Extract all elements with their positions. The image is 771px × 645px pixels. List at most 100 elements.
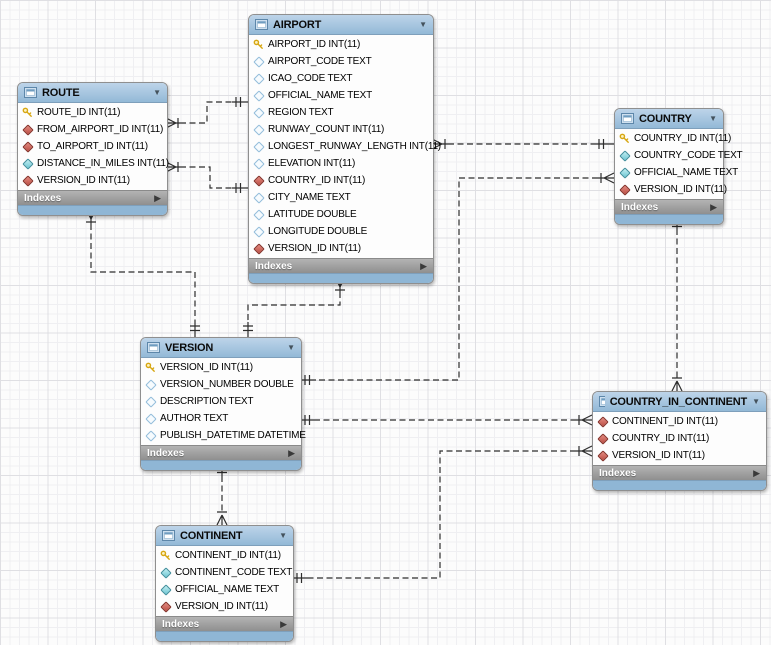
column-label: LONGEST_RUNWAY_LENGTH INT(11) (268, 141, 441, 152)
table-row[interactable]: RUNWAY_COUNT INT(11) (249, 121, 433, 138)
table-row[interactable]: FROM_AIRPORT_ID INT(11) (18, 121, 167, 138)
table-row[interactable]: VERSION_ID INT(11) (141, 359, 301, 376)
foreign-key-icon (596, 432, 609, 445)
table-row[interactable]: REGION TEXT (249, 104, 433, 121)
table-footer-cap (593, 480, 766, 490)
foreign-key-icon (252, 242, 265, 255)
indexes-bar[interactable]: Indexes ▶ (141, 445, 301, 460)
column-icon (252, 106, 265, 119)
table-country[interactable]: COUNTRY ▼ COUNTRY_ID INT(11) COUNTRY_CODE… (614, 108, 743, 225)
indexes-bar[interactable]: Indexes ▶ (156, 616, 293, 631)
collapse-arrow-icon[interactable]: ▼ (153, 87, 161, 97)
relationship-line (165, 97, 248, 129)
table-row[interactable]: CONTINENT_CODE TEXT (156, 564, 293, 581)
collapse-arrow-icon[interactable]: ▼ (419, 19, 427, 29)
collapse-arrow-icon[interactable]: ▼ (287, 342, 295, 352)
table-row[interactable]: CITY_NAME TEXT (249, 189, 433, 206)
table-footer-cap (141, 460, 301, 470)
primary-key-icon (619, 133, 630, 144)
table-row[interactable]: LONGEST_RUNWAY_LENGTH INT(11) (249, 138, 441, 155)
table-row[interactable]: ICAO_CODE TEXT (249, 70, 433, 87)
indexes-label: Indexes (621, 201, 659, 213)
expand-indexes-icon[interactable]: ▶ (753, 467, 760, 478)
table-country-in-continent[interactable]: COUNTRY_IN_CONTINENT ▼ CONTINENT_ID INT(… (592, 391, 767, 491)
column-label: PUBLISH_DATETIME DATETIME (160, 430, 306, 441)
table-row[interactable]: COUNTRY_ID INT(11) (249, 172, 433, 189)
table-icon (255, 19, 268, 30)
table-row[interactable]: VERSION_ID INT(11) (249, 240, 433, 257)
table-row[interactable]: AIRPORT_CODE TEXT (249, 53, 433, 70)
indexes-bar[interactable]: Indexes ▶ (18, 190, 167, 205)
relationship-line (85, 208, 200, 337)
expand-indexes-icon[interactable]: ▶ (420, 260, 427, 271)
column-label: FROM_AIRPORT_ID INT(11) (37, 124, 164, 135)
column-label: ICAO_CODE TEXT (268, 73, 353, 84)
foreign-key-icon (21, 140, 34, 153)
expand-indexes-icon[interactable]: ▶ (288, 447, 295, 458)
table-airport[interactable]: AIRPORT ▼ AIRPORT_ID INT(11) AIRPORT_CODE… (248, 14, 441, 284)
table-row[interactable]: VERSION_ID INT(11) (593, 447, 766, 464)
table-row[interactable]: ROUTE_ID INT(11) (18, 104, 167, 121)
table-icon (621, 113, 634, 124)
table-row[interactable]: CONTINENT_ID INT(11) (156, 547, 293, 564)
table-row[interactable]: ELEVATION INT(11) (249, 155, 433, 172)
relationship-line (292, 445, 593, 583)
table-continent[interactable]: CONTINENT ▼ CONTINENT_ID INT(11)CONTINEN… (155, 525, 294, 642)
table-row[interactable]: DISTANCE_IN_MILES INT(11) (18, 155, 169, 172)
table-row[interactable]: COUNTRY_ID INT(11) (615, 130, 731, 147)
table-row[interactable]: VERSION_NUMBER DOUBLE (141, 376, 301, 393)
column-label: OFFICIAL_NAME TEXT (634, 167, 739, 178)
table-route[interactable]: ROUTE ▼ ROUTE_ID INT(11) FROM_AIRPORT_ID … (17, 82, 169, 216)
table-row[interactable]: CONTINENT_ID INT(11) (593, 413, 766, 430)
indexes-bar[interactable]: Indexes ▶ (593, 465, 766, 480)
relationship-line (300, 414, 593, 426)
table-row[interactable]: OFFICIAL_NAME TEXT (156, 581, 293, 598)
collapse-arrow-icon[interactable]: ▼ (709, 113, 717, 123)
expand-indexes-icon[interactable]: ▶ (154, 192, 161, 203)
collapse-arrow-icon[interactable]: ▼ (752, 396, 760, 406)
table-row[interactable]: COUNTRY_ID INT(11) (593, 430, 766, 447)
table-row[interactable]: OFFICIAL_NAME TEXT (249, 87, 433, 104)
table-row[interactable]: DESCRIPTION TEXT (141, 393, 301, 410)
foreign-key-icon (252, 174, 265, 187)
column-label: VERSION_ID INT(11) (612, 450, 705, 461)
column-label: OFFICIAL_NAME TEXT (175, 584, 280, 595)
relationship-line (165, 161, 248, 193)
expand-indexes-icon[interactable]: ▶ (280, 618, 287, 629)
table-continent-header[interactable]: CONTINENT ▼ (156, 526, 293, 546)
table-row[interactable]: VERSION_ID INT(11) (615, 181, 727, 198)
column-label: TO_AIRPORT_ID INT(11) (37, 141, 148, 152)
table-row[interactable]: LATITUDE DOUBLE (249, 206, 433, 223)
table-title: AIRPORT (273, 18, 322, 31)
table-row[interactable]: TO_AIRPORT_ID INT(11) (18, 138, 167, 155)
table-row[interactable]: COUNTRY_CODE TEXT (615, 147, 743, 164)
table-row[interactable]: PUBLISH_DATETIME DATETIME (141, 427, 306, 444)
column-label: OFFICIAL_NAME TEXT (268, 90, 373, 101)
table-country-in-continent-header[interactable]: COUNTRY_IN_CONTINENT ▼ (593, 392, 766, 412)
indexes-bar[interactable]: Indexes ▶ (615, 199, 723, 214)
table-version[interactable]: VERSION ▼ VERSION_ID INT(11)VERSION_NUMB… (140, 337, 306, 471)
table-row[interactable]: LONGITUDE DOUBLE (249, 223, 433, 240)
table-airport-header[interactable]: AIRPORT ▼ (249, 15, 433, 35)
column-label: COUNTRY_ID INT(11) (634, 133, 732, 144)
table-title: ROUTE (42, 86, 80, 99)
table-route-header[interactable]: ROUTE ▼ (18, 83, 167, 103)
table-version-header[interactable]: VERSION ▼ (141, 338, 301, 358)
indexes-label: Indexes (599, 467, 637, 479)
table-row[interactable]: AIRPORT_ID INT(11) (249, 36, 433, 53)
column-icon (144, 395, 157, 408)
table-icon (24, 87, 37, 98)
table-row[interactable]: AUTHOR TEXT (141, 410, 301, 427)
table-country-header[interactable]: COUNTRY ▼ (615, 109, 723, 129)
expand-indexes-icon[interactable]: ▶ (710, 201, 717, 212)
table-row[interactable]: OFFICIAL_NAME TEXT (615, 164, 738, 181)
collapse-arrow-icon[interactable]: ▼ (279, 530, 287, 540)
column-label: AIRPORT_ID INT(11) (268, 39, 361, 50)
table-row[interactable]: VERSION_ID INT(11) (18, 172, 167, 189)
indexes-bar[interactable]: Indexes ▶ (249, 258, 433, 273)
relationship-line (431, 138, 614, 150)
column-icon (252, 72, 265, 85)
table-icon (162, 530, 175, 541)
table-row[interactable]: VERSION_ID INT(11) (156, 598, 293, 615)
